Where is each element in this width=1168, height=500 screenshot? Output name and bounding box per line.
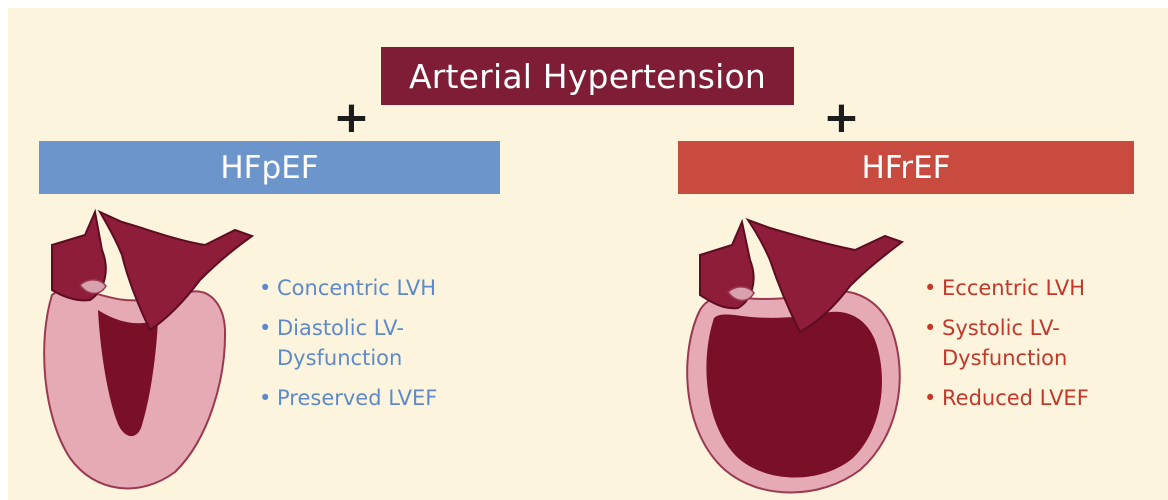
hfref-banner: HFrEF: [678, 141, 1134, 194]
hfref-feature-list: Eccentric LVH Systolic LV-Dysfunction Re…: [924, 273, 1144, 423]
hfpef-feature-list: Concentric LVH Diastolic LV-Dysfunction …: [259, 273, 489, 423]
hfpef-banner: HFpEF: [39, 141, 500, 194]
hfref-label: HFrEF: [861, 150, 950, 186]
concentric-heart-illustration: [30, 200, 280, 500]
plus-sign-left: +: [333, 100, 369, 136]
hfref-feature-item: Eccentric LVH: [924, 273, 1144, 303]
plus-sign-right: +: [823, 100, 859, 136]
hfref-feature-item: Systolic LV-Dysfunction: [924, 313, 1144, 373]
eccentric-heart-illustration: [670, 200, 930, 500]
hfpef-feature-item: Diastolic LV-Dysfunction: [259, 313, 489, 373]
title-box: Arterial Hypertension: [381, 47, 794, 105]
hfpef-label: HFpEF: [220, 150, 318, 186]
hfref-feature-item: Reduced LVEF: [924, 383, 1144, 413]
hfpef-feature-item: Concentric LVH: [259, 273, 489, 303]
title-text: Arterial Hypertension: [409, 57, 766, 96]
hfpef-feature-item: Preserved LVEF: [259, 383, 489, 413]
